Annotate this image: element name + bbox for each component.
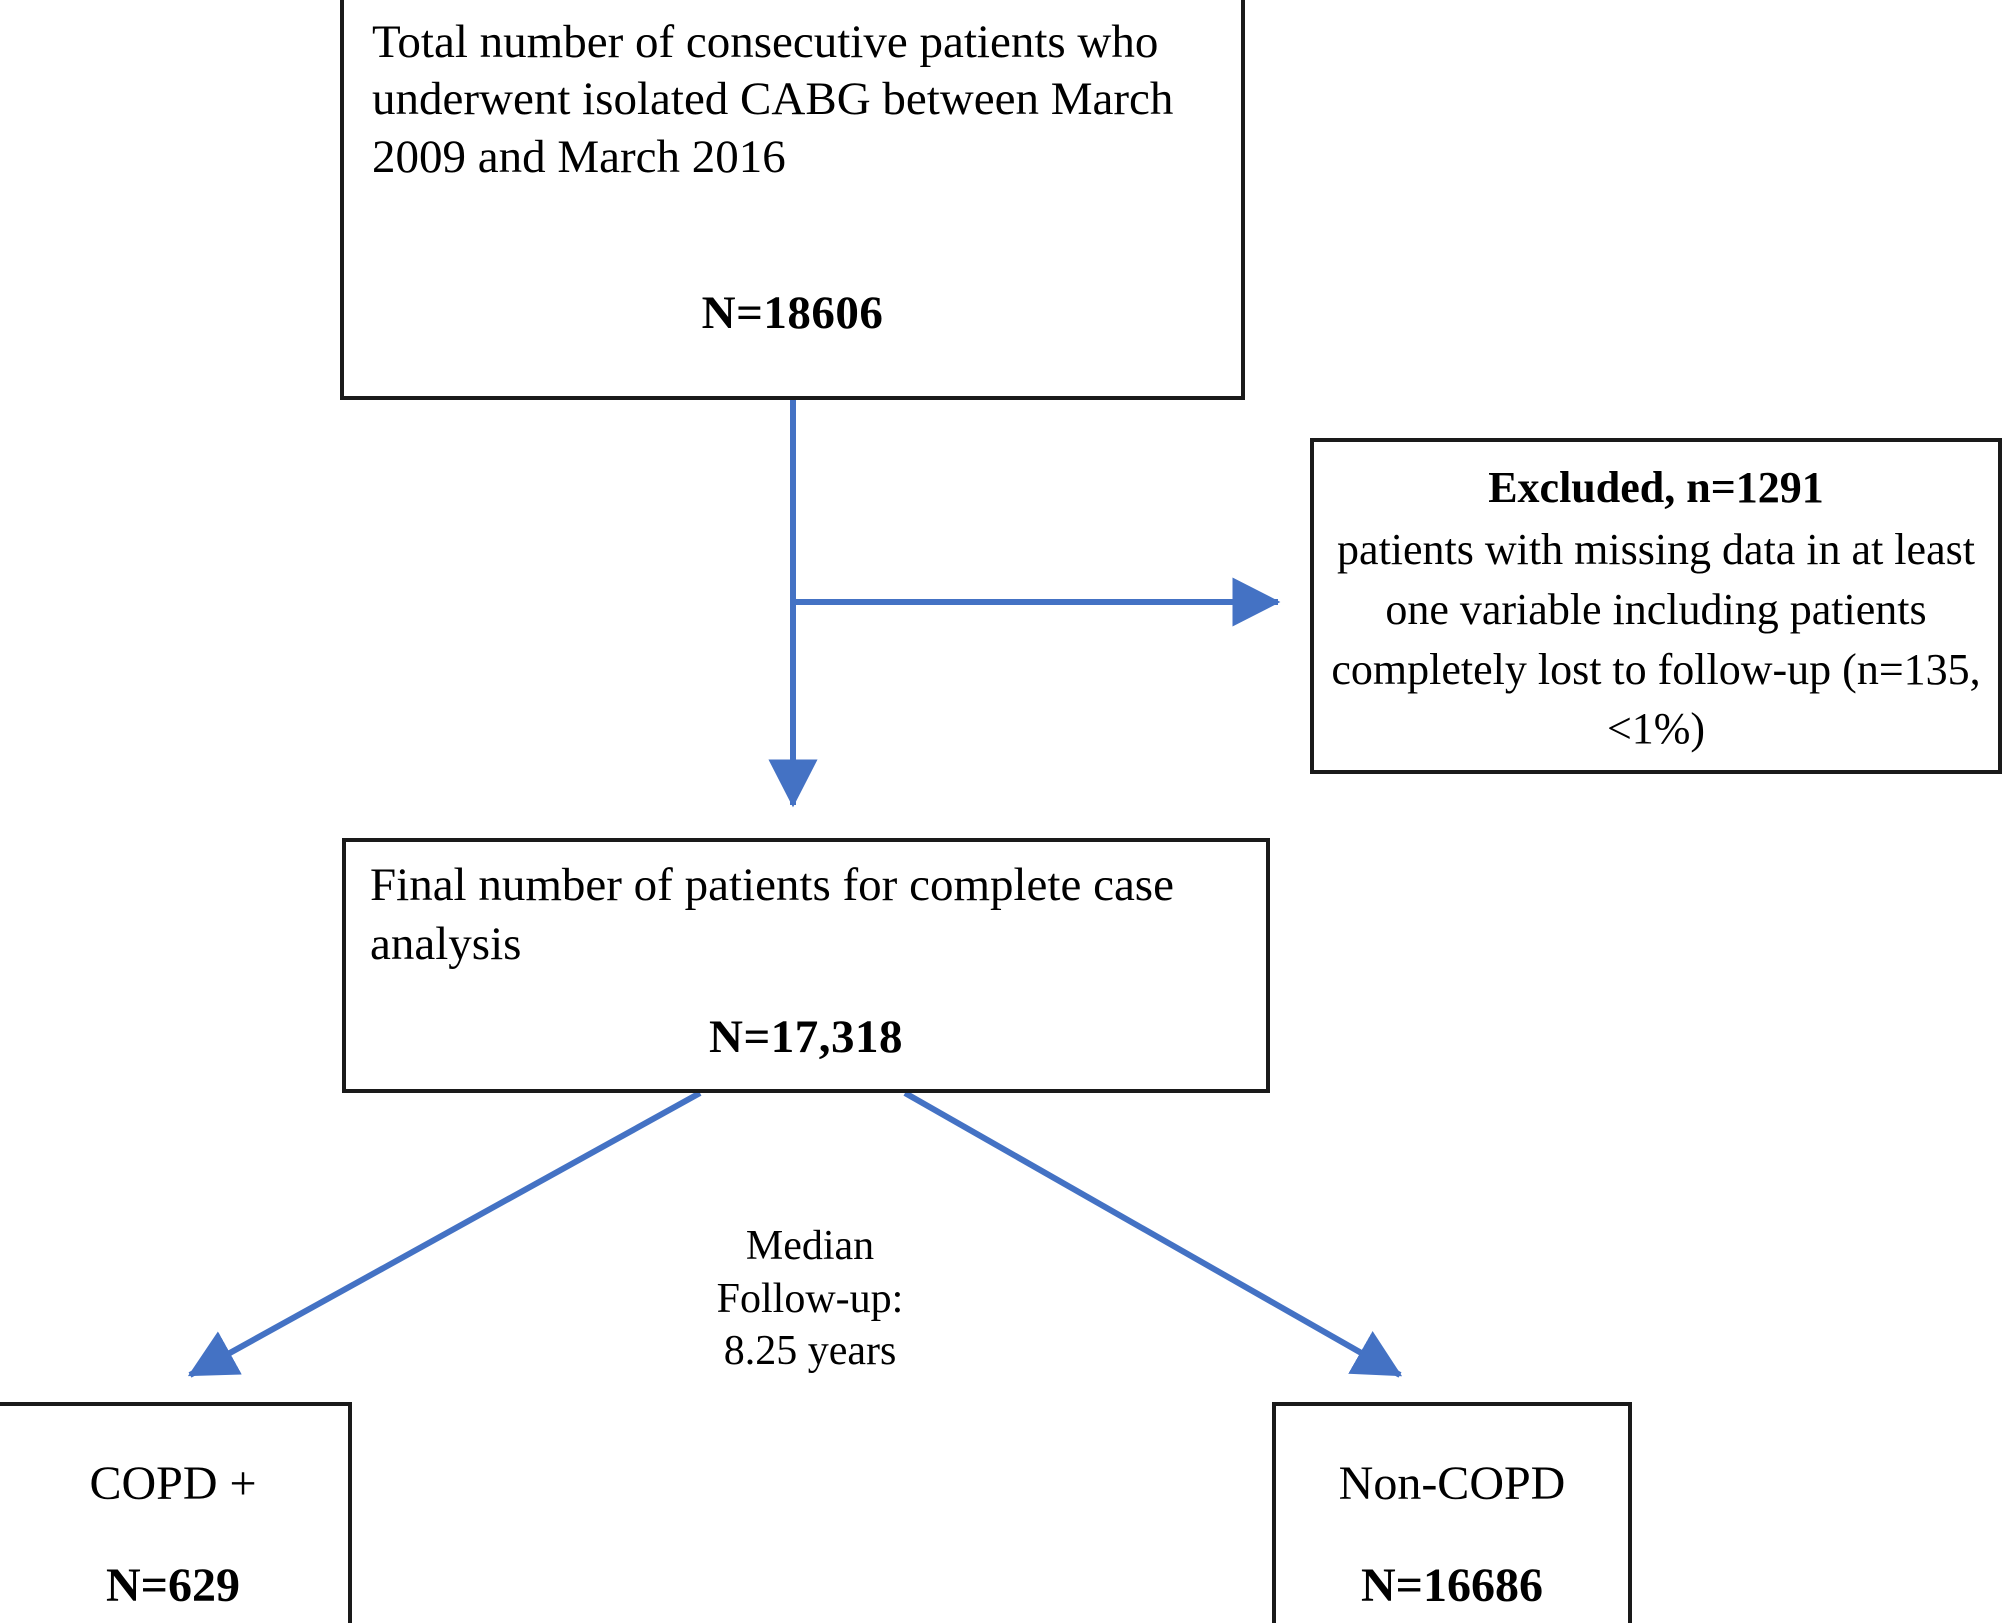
final-cohort-count: N=17,318	[709, 1011, 903, 1063]
node-excluded-patients: Excluded, n=1291 patients with missing d…	[1310, 438, 2002, 774]
node-copd-positive: COPD + N=629	[0, 1402, 352, 1623]
node-non-copd: Non-COPD N=16686	[1272, 1402, 1632, 1623]
node-final-cohort: Final number of patients for complete ca…	[342, 838, 1270, 1093]
non-copd-count: N=16686	[1360, 1559, 1543, 1612]
copd-positive-count: N=629	[105, 1559, 240, 1612]
connector-final-to-copd	[187, 1090, 702, 1378]
copd-positive-label: COPD +	[89, 1457, 257, 1510]
final-cohort-description: Final number of patients for complete ca…	[370, 859, 1186, 970]
total-patients-description: Total number of consecutive patients who…	[372, 16, 1186, 183]
excluded-title: Excluded, n=1291	[1488, 463, 1824, 512]
node-total-patients: Total number of consecutive patients who…	[340, 0, 1245, 400]
median-followup-annotation: Median Follow-up: 8.25 years	[716, 1223, 904, 1374]
connector-final-to-non-copd	[903, 1090, 1403, 1378]
excluded-description: patients with missing data in at least o…	[1331, 525, 1992, 754]
total-patients-count: N=18606	[701, 287, 884, 339]
non-copd-label: Non-COPD	[1338, 1457, 1566, 1510]
